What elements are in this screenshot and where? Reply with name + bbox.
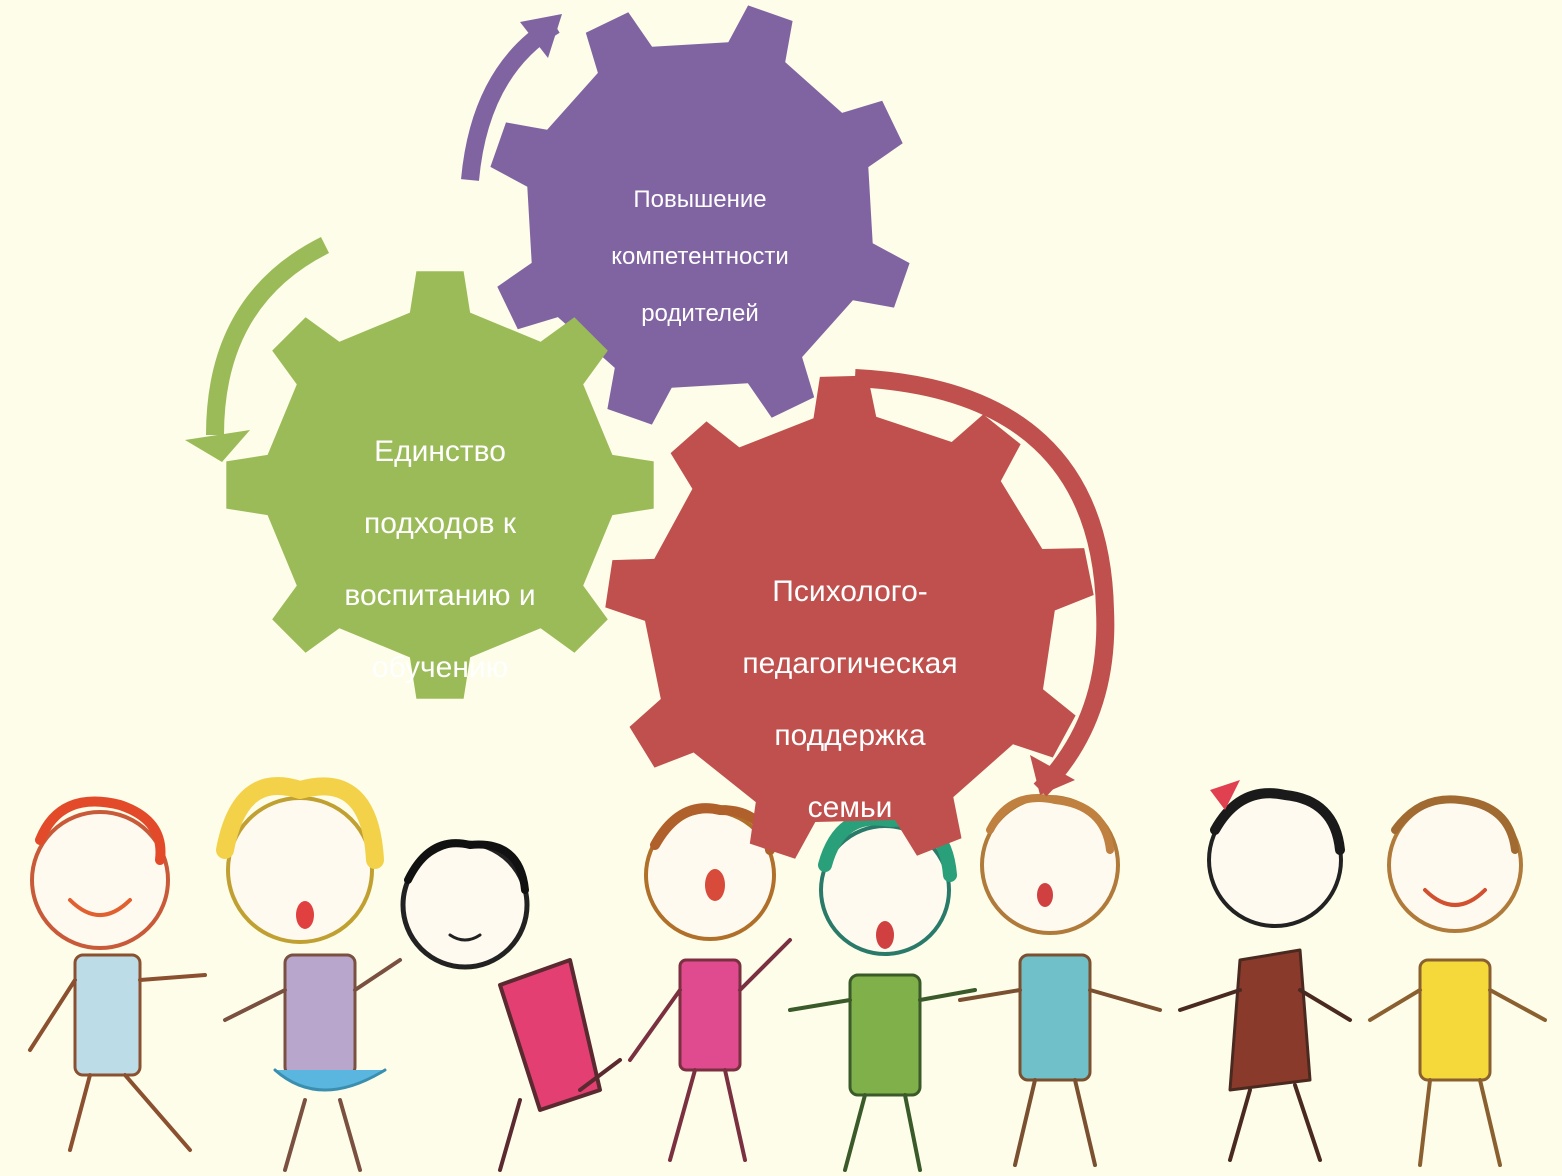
child-figure xyxy=(400,839,622,1172)
gear-label-line: педагогическая xyxy=(742,647,958,680)
gear-label-line: Единство xyxy=(374,435,506,468)
gear-label-unity: Единство подходов к воспитанию и обучени… xyxy=(300,398,580,722)
gear-label-line: воспитанию и xyxy=(344,579,536,612)
gear-label-line: обучению xyxy=(371,651,509,684)
red-arrow xyxy=(854,369,1115,797)
green-arrow xyxy=(206,236,330,436)
gear-label-line: компетентности xyxy=(611,242,789,270)
gear-competence xyxy=(490,5,910,425)
gear-label-line: родителей xyxy=(641,299,759,327)
gear-label-competence: Повышение компетентности родителей xyxy=(590,158,810,356)
child-figure xyxy=(788,811,977,1172)
child-figure xyxy=(216,777,402,1172)
purple-arrow-head xyxy=(520,14,562,58)
cycle-arrows xyxy=(185,14,1115,797)
gear-label-support: Психолого- педагогическая поддержка семь… xyxy=(710,538,990,862)
child-figure xyxy=(1178,780,1352,1162)
children-illustration xyxy=(28,777,1547,1172)
child-figure xyxy=(628,803,792,1162)
gear-label-line: подходов к xyxy=(363,507,517,540)
green-arrow-head xyxy=(185,430,250,462)
child-figure xyxy=(1368,795,1547,1167)
gear-label-line: семьи xyxy=(807,791,893,824)
gear-unity xyxy=(226,271,654,699)
red-arrow-head xyxy=(1030,755,1075,795)
gear-label-line: Повышение xyxy=(633,186,767,214)
gear-label-line: поддержка xyxy=(774,719,926,752)
gear-label-line: Психолого- xyxy=(772,575,928,608)
gears xyxy=(226,5,1094,859)
gear-support xyxy=(605,375,1094,859)
child-figure xyxy=(28,796,207,1152)
child-figure xyxy=(958,794,1162,1167)
